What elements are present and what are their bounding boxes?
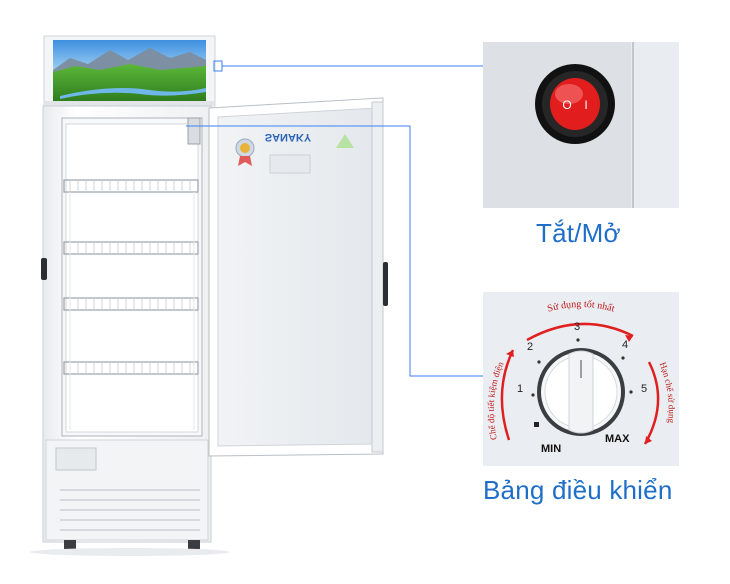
control-panel-closeup: Sử dụng tốt nhất Chế độ tiết kiệm điện H… bbox=[483, 292, 679, 466]
switch-on-mark: O bbox=[562, 98, 571, 112]
dial-number-4: 4 bbox=[622, 339, 628, 351]
dial-min-label: MIN bbox=[541, 443, 561, 455]
power-switch-caption: Tắt/Mở bbox=[536, 218, 621, 248]
arc-label-best-use: Sử dụng tốt nhất bbox=[546, 299, 616, 315]
fridge-open-door: SANAKY bbox=[187, 97, 388, 457]
fridge-top-lightbox bbox=[43, 35, 216, 107]
thermostat-dial-icon: Sử dụng tốt nhất Chế độ tiết kiệm điện H… bbox=[483, 292, 679, 466]
door-brand-logo: SANAKY bbox=[265, 131, 312, 143]
dial-number-1: 1 bbox=[517, 383, 523, 395]
dial-number-3: 3 bbox=[574, 321, 580, 333]
dial-max-label: MAX bbox=[605, 433, 630, 445]
power-switch-closeup: O I bbox=[483, 42, 679, 208]
dial-number-2: 2 bbox=[527, 341, 533, 353]
dial-number-5: 5 bbox=[641, 383, 647, 395]
control-panel-caption: Bảng điều khiển bbox=[483, 475, 673, 505]
rocker-power-switch-icon: O I bbox=[483, 42, 679, 208]
fridge-cabinet bbox=[41, 105, 212, 549]
switch-off-mark: I bbox=[584, 98, 587, 112]
